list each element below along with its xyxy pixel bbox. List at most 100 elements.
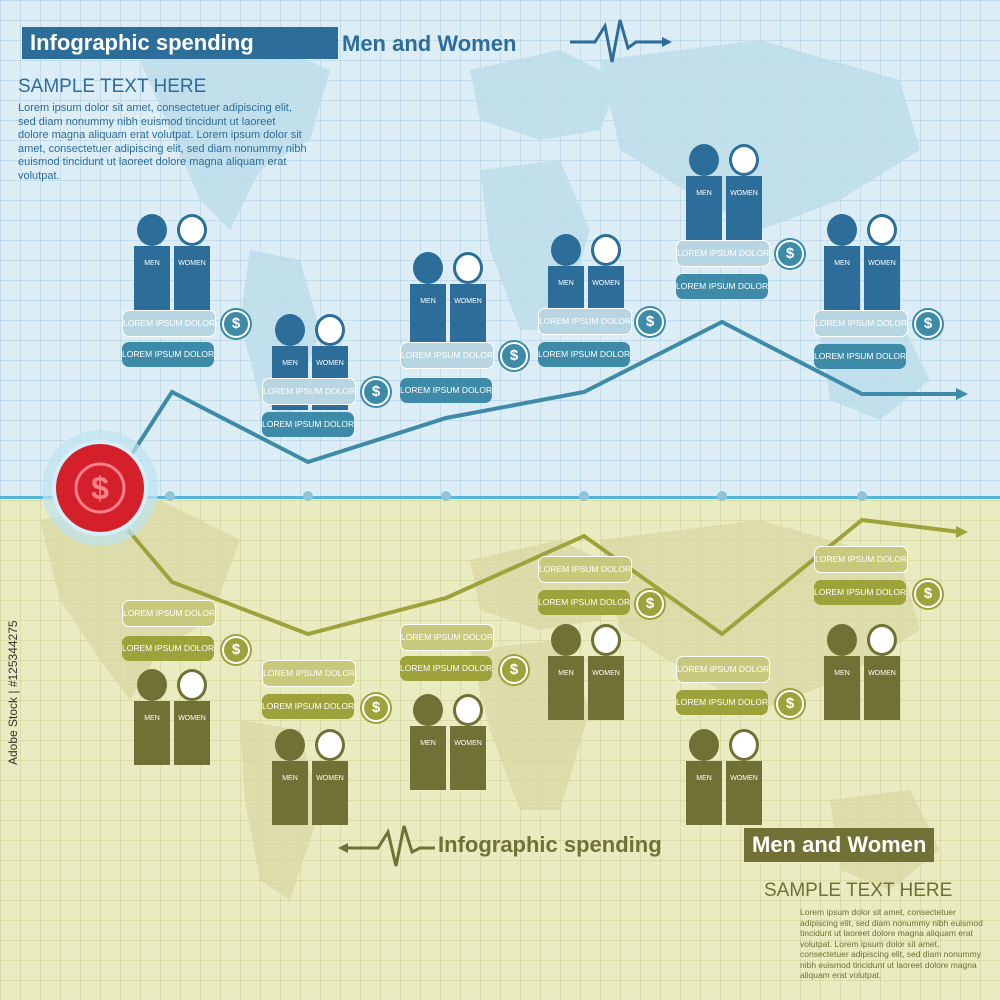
- men-label: MEN: [834, 670, 850, 677]
- spending-label-pill: LOREM IPSUM DOLOR: [400, 378, 492, 403]
- men-label: MEN: [282, 360, 298, 367]
- men-label: MEN: [144, 715, 160, 722]
- spending-label-pill: LOREM IPSUM DOLOR: [122, 636, 214, 661]
- men-women-figures: MEN WOMEN: [134, 210, 214, 310]
- men-icon: MEN: [272, 729, 308, 825]
- men-head: [827, 214, 857, 246]
- men-torso: [272, 761, 308, 825]
- men-label: MEN: [834, 260, 850, 267]
- men-head: [413, 694, 443, 726]
- women-label: WOMEN: [316, 360, 344, 367]
- top-subhead: SAMPLE TEXT HERE: [18, 76, 207, 97]
- women-icon: WOMEN: [174, 669, 210, 765]
- men-women-figures: MEN WOMEN: [824, 620, 904, 720]
- timeline-dots: [165, 491, 867, 501]
- men-head: [689, 729, 719, 761]
- women-icon: WOMEN: [450, 694, 486, 790]
- spending-label-pill: LOREM IPSUM DOLOR: [814, 546, 908, 573]
- women-torso: [726, 761, 762, 825]
- women-torso: [174, 246, 210, 310]
- bottom-trend-line: [126, 517, 961, 637]
- men-head: [689, 144, 719, 176]
- women-label: WOMEN: [868, 260, 896, 267]
- men-torso: [686, 176, 722, 240]
- spending-label-pill: LOREM IPSUM DOLOR: [122, 342, 214, 367]
- men-women-figures: MEN WOMEN: [548, 620, 628, 720]
- top-body-text: Lorem ipsum dolor sit amet, consectetuer…: [18, 102, 307, 182]
- spending-label-pill: LOREM IPSUM DOLOR: [122, 600, 216, 627]
- women-head: [867, 624, 897, 656]
- women-torso: [450, 284, 486, 348]
- men-torso: [548, 656, 584, 720]
- men-head: [137, 214, 167, 246]
- men-torso: [824, 656, 860, 720]
- men-icon: MEN: [824, 624, 860, 720]
- spending-label-pill: LOREM IPSUM DOLOR: [814, 310, 908, 337]
- men-icon: MEN: [410, 694, 446, 790]
- bottom-body-text: Lorem ipsum dolor sit amet, consectetuer…: [800, 907, 983, 980]
- men-label: MEN: [558, 670, 574, 677]
- dollar-coin-icon: $: [636, 590, 664, 618]
- men-label: MEN: [696, 775, 712, 782]
- men-icon: MEN: [686, 729, 722, 825]
- men-head: [827, 624, 857, 656]
- men-head: [137, 669, 167, 701]
- dollar-coin-icon: $: [362, 694, 390, 722]
- men-icon: MEN: [410, 252, 446, 348]
- spending-label-pill: LOREM IPSUM DOLOR: [122, 310, 216, 337]
- women-head: [177, 214, 207, 246]
- dollar-coin-icon: $: [776, 690, 804, 718]
- men-icon: MEN: [686, 144, 722, 240]
- women-label: WOMEN: [454, 740, 482, 747]
- men-label: MEN: [558, 280, 574, 287]
- men-torso: [824, 246, 860, 310]
- women-torso: [450, 726, 486, 790]
- spending-label-pill: LOREM IPSUM DOLOR: [538, 308, 632, 335]
- women-head: [591, 234, 621, 266]
- women-icon: WOMEN: [174, 214, 210, 310]
- men-icon: MEN: [548, 624, 584, 720]
- men-torso: [410, 284, 446, 348]
- women-head: [591, 624, 621, 656]
- women-label: WOMEN: [178, 715, 206, 722]
- spending-label-pill: LOREM IPSUM DOLOR: [400, 624, 494, 651]
- women-icon: WOMEN: [726, 144, 762, 240]
- top-trend-arrowhead: [956, 388, 968, 400]
- dollar-coin-icon: $: [222, 310, 250, 338]
- men-torso: [686, 761, 722, 825]
- women-icon: WOMEN: [588, 624, 624, 720]
- women-torso: [588, 656, 624, 720]
- women-label: WOMEN: [868, 670, 896, 677]
- men-label: MEN: [420, 740, 436, 747]
- men-label: MEN: [696, 190, 712, 197]
- men-label: MEN: [144, 260, 160, 267]
- heartbeat-arrow-icon: [570, 19, 665, 63]
- women-head: [453, 252, 483, 284]
- women-head: [729, 729, 759, 761]
- bottom-title-part2: Men and Women: [744, 828, 935, 862]
- women-torso: [726, 176, 762, 240]
- bottom-subhead: SAMPLE TEXT HERE: [764, 880, 953, 901]
- men-women-figures: MEN WOMEN: [686, 140, 766, 240]
- dollar-coin-icon: $: [362, 378, 390, 406]
- spending-label-pill: LOREM IPSUM DOLOR: [814, 580, 906, 605]
- women-head: [315, 729, 345, 761]
- women-icon: WOMEN: [864, 214, 900, 310]
- dollar-coin-icon: $: [914, 310, 942, 338]
- women-label: WOMEN: [730, 190, 758, 197]
- spending-label-pill: LOREM IPSUM DOLOR: [538, 590, 630, 615]
- men-head: [551, 624, 581, 656]
- spending-label-pill: LOREM IPSUM DOLOR: [262, 378, 356, 405]
- women-icon: WOMEN: [450, 252, 486, 348]
- women-torso: [864, 656, 900, 720]
- men-head: [413, 252, 443, 284]
- women-torso: [312, 761, 348, 825]
- women-icon: WOMEN: [864, 624, 900, 720]
- dollar-coin-icon: $: [222, 636, 250, 664]
- men-torso: [134, 246, 170, 310]
- bottom-trend-arrowhead: [956, 526, 968, 538]
- central-dollar-medallion: [42, 430, 158, 546]
